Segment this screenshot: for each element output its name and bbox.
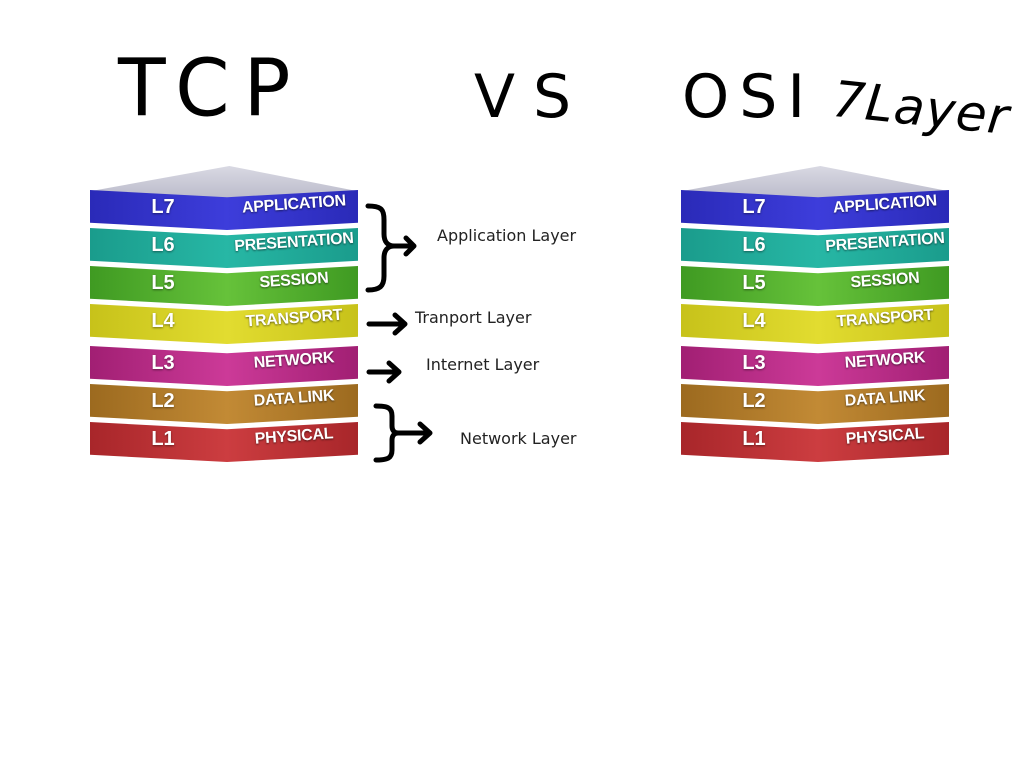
layer-code: L4 <box>108 310 218 333</box>
transport-arrow-icon <box>365 310 413 338</box>
layer-code: L2 <box>108 390 218 413</box>
layer-code: L1 <box>699 428 809 451</box>
layer-code: L5 <box>108 272 218 295</box>
internet-arrow-icon <box>365 358 413 386</box>
transport-layer-label: Tranport Layer <box>415 308 531 327</box>
application-brace-icon <box>360 200 420 296</box>
layer-code: L4 <box>699 310 809 333</box>
osi-title: OSI <box>682 62 815 132</box>
layer-code: L6 <box>108 234 218 257</box>
network-brace-icon <box>372 402 438 464</box>
layer-code: L1 <box>108 428 218 451</box>
layer-code: L2 <box>699 390 809 413</box>
layer-code: L3 <box>108 352 218 375</box>
layer-code: L5 <box>699 272 809 295</box>
layer-code: L7 <box>699 196 809 219</box>
seven-layer-title: 7Layer <box>830 70 1012 146</box>
layer-code: L7 <box>108 196 218 219</box>
vs-title: VS <box>474 62 589 132</box>
application-layer-label: Application Layer <box>437 226 576 245</box>
network-layer-label: Network Layer <box>460 429 577 448</box>
layer-code: L6 <box>699 234 809 257</box>
tcp-title: TCP <box>118 43 305 135</box>
layer-code: L3 <box>699 352 809 375</box>
internet-layer-label: Internet Layer <box>426 355 539 374</box>
